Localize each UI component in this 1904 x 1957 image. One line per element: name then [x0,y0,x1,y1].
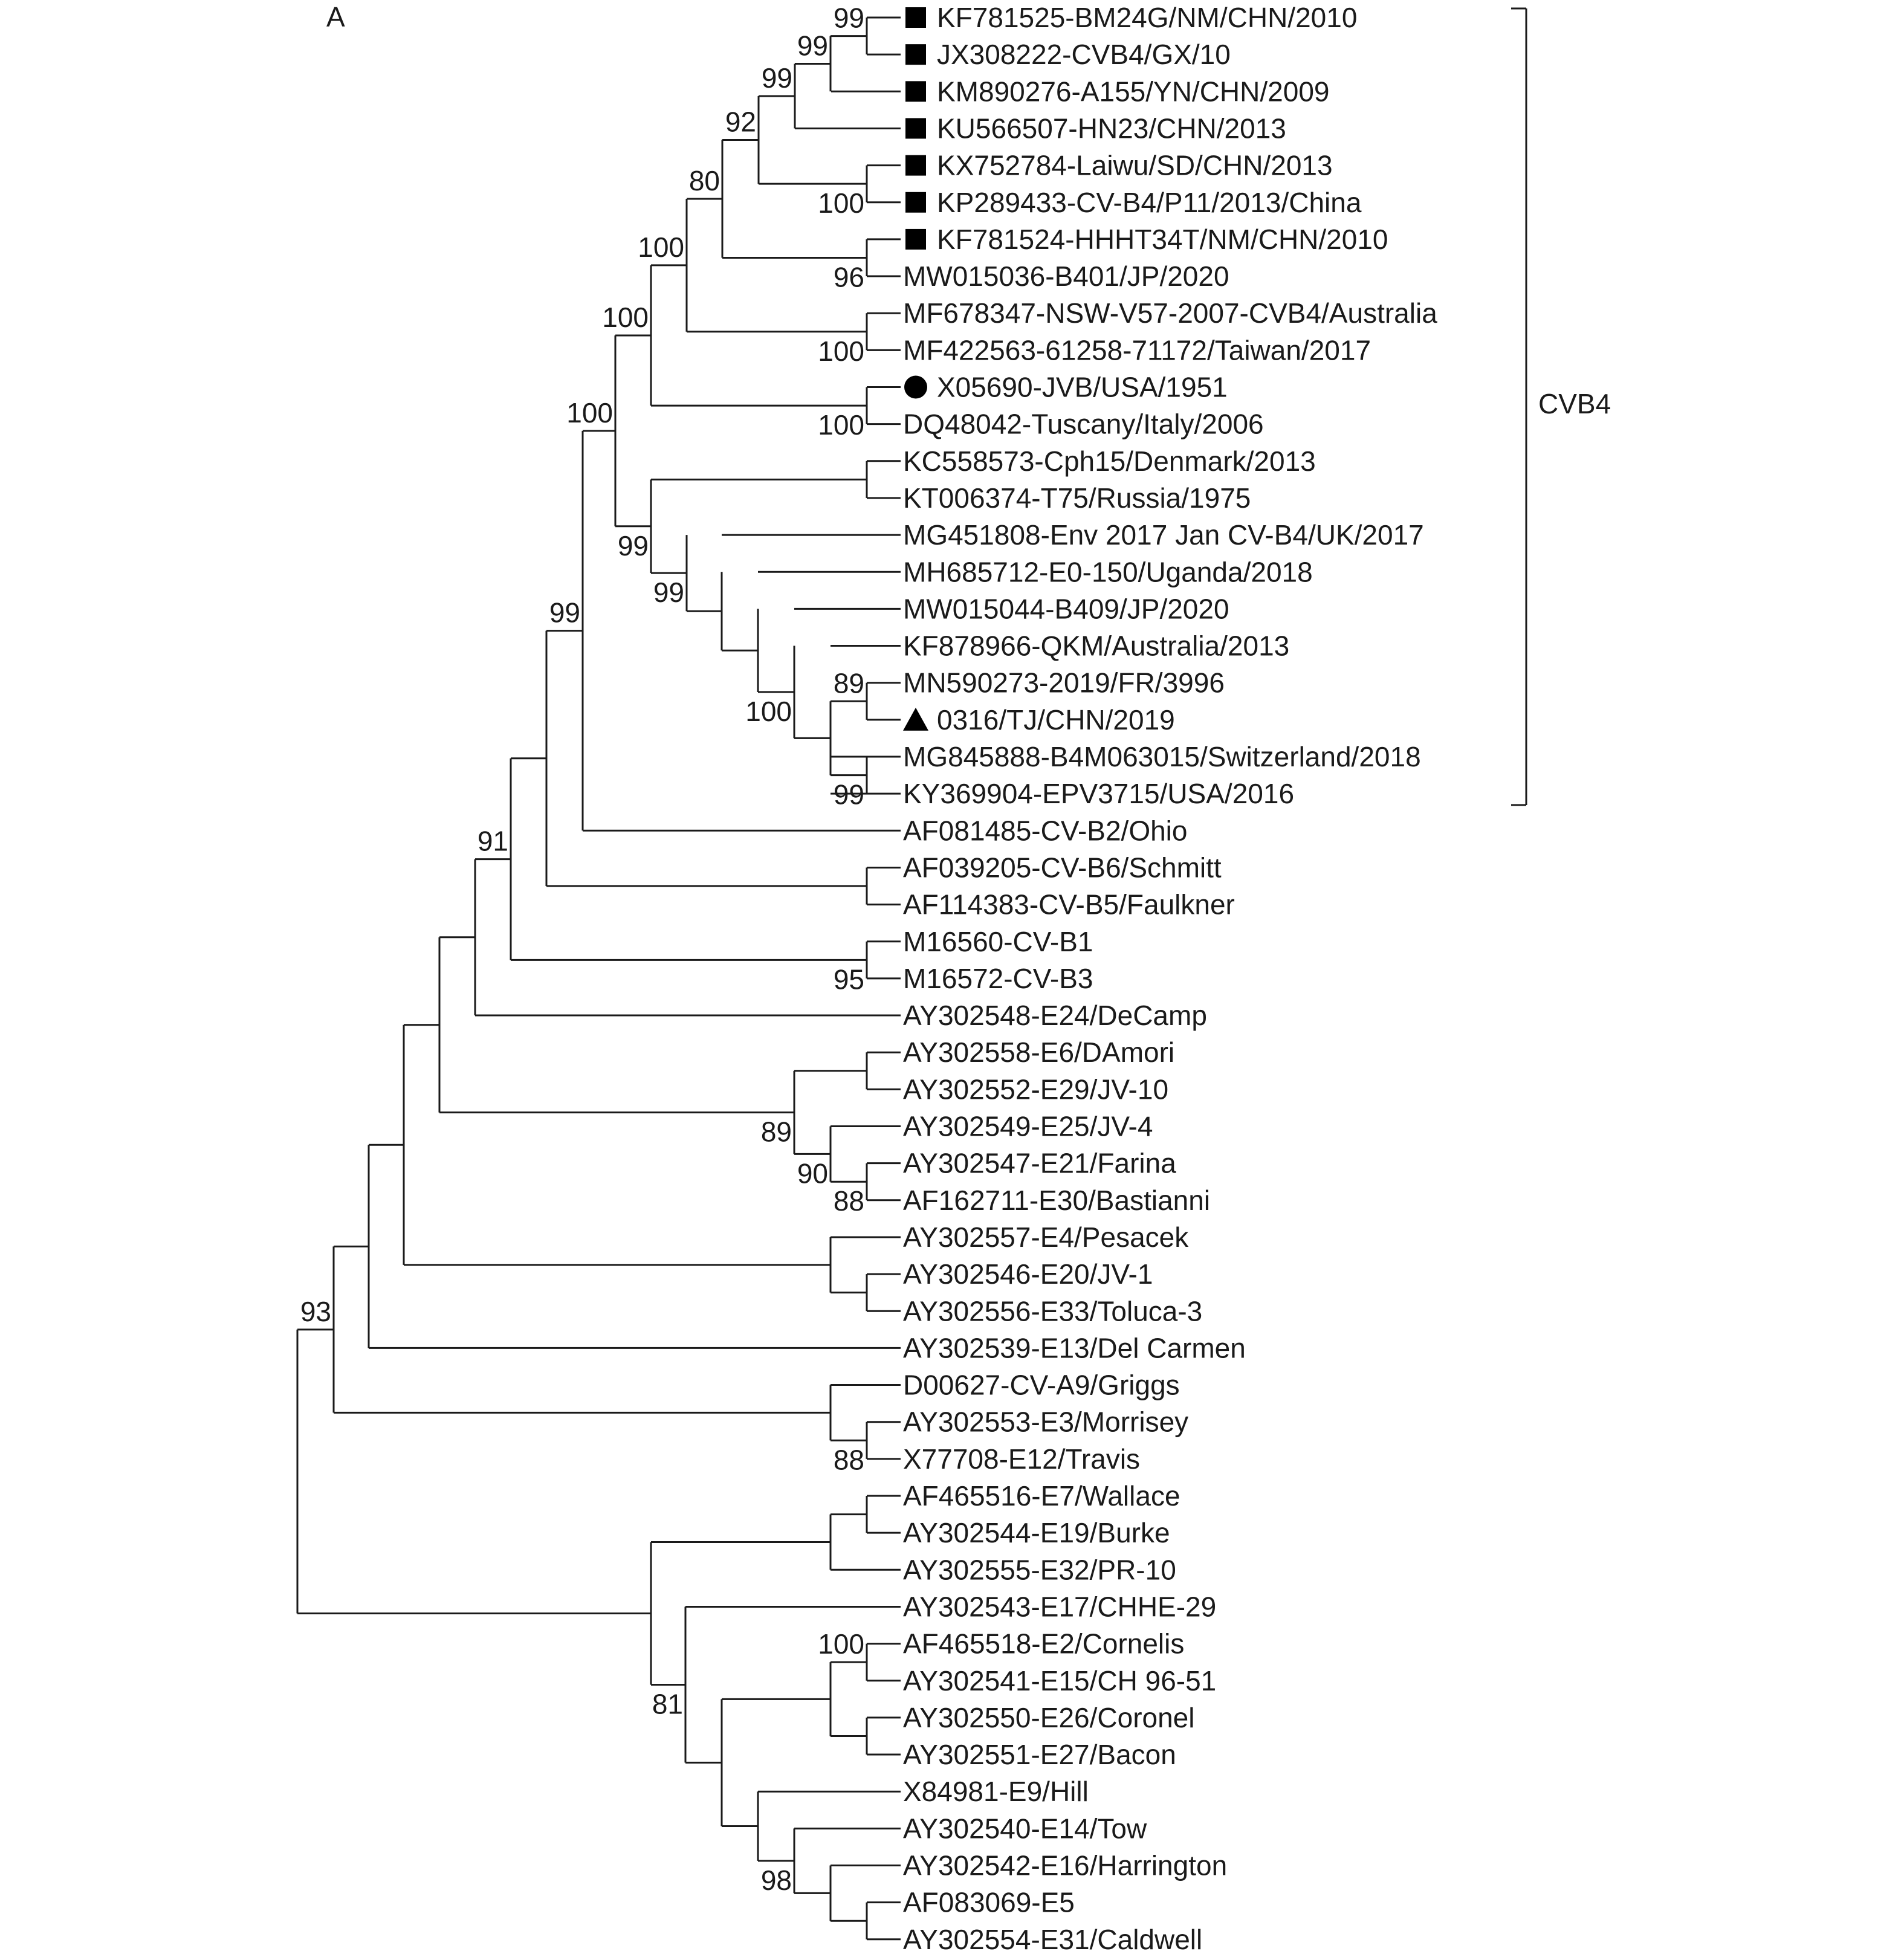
bootstrap-value: 81 [652,1688,683,1719]
tip-label: AY302552-E29/JV-10 [903,1073,1168,1105]
tip-label: D00627-CV-A9/Griggs [903,1370,1180,1401]
tip-label: KX752784-Laiwu/SD/CHN/2013 [937,150,1333,181]
tip-label: AF465518-E2/Cornelis [903,1628,1184,1660]
tip-label: X05690-JVB/USA/1951 [937,372,1228,403]
tip-label: MG451808-Env 2017 Jan CV-B4/UK/2017 [903,519,1424,551]
tip-label: AY302544-E19/Burke [903,1517,1170,1548]
tip-label: AY302557-E4/Pesacek [903,1221,1189,1253]
bootstrap-value: 95 [834,963,864,995]
bootstrap-value: 100 [638,231,684,263]
tip-label: AY302546-E20/JV-1 [903,1258,1153,1290]
tip-label: AF083069-E5 [903,1887,1075,1918]
bootstrap-value: 99 [797,30,828,61]
tip-label: AY302556-E33/Toluca-3 [903,1295,1202,1327]
tip-markers [903,7,928,731]
tip-label: AF162711-E30/Bastianni [903,1185,1210,1216]
tip-label: KM890276-A155/YN/CHN/2009 [937,76,1329,107]
bootstrap-value: 89 [834,667,864,699]
tip-label: AY302540-E14/Tow [903,1813,1147,1844]
bootstrap-value: 80 [689,165,720,196]
tip-label: AY302539-E13/Del Carmen [903,1332,1246,1363]
bootstrap-value: 100 [745,696,792,727]
tip-label: KC558573-Cph15/Denmark/2013 [903,445,1316,477]
tip-label: MW015044-B409/JP/2020 [903,593,1229,624]
tree-branches [296,16,901,1941]
tip-label: AY302553-E3/Morrisey [903,1406,1188,1438]
bootstrap-value: 91 [478,826,508,857]
tip-label: X77708-E12/Travis [903,1443,1140,1475]
bootstrap-value: 99 [834,2,864,34]
circle-marker-icon [904,375,927,399]
bootstrap-value: 93 [300,1296,331,1327]
square-marker-icon [905,7,926,28]
tip-label: KF781524-HHHT34T/NM/CHN/2010 [937,224,1388,255]
bootstrap-value: 99 [762,62,792,94]
bootstrap-value: 89 [761,1116,792,1148]
bootstrap-value: 100 [818,1628,864,1660]
tip-label: AY302555-E32/PR-10 [903,1554,1176,1585]
bootstrap-value: 96 [834,261,864,293]
cvb4-clade-bracket [1511,7,1527,806]
tip-label: KU566507-HN23/CHN/2013 [937,112,1286,144]
bootstrap-value: 99 [653,577,684,608]
square-marker-icon [905,228,926,250]
tip-label: MW015036-B401/JP/2020 [903,260,1229,292]
tip-label: KT006374-T75/Russia/1975 [903,482,1251,514]
bootstrap-value: 98 [761,1865,792,1896]
tip-label: AY302554-E31/Caldwell [903,1924,1202,1955]
bootstrap-value: 100 [818,187,864,219]
bootstrap-labels: 9999991009296801001001001008999100999910… [300,2,864,1896]
tip-labels: KF781525-BM24G/NM/CHN/2010JX308222-CVB4/… [903,2,1437,1955]
square-marker-icon [905,44,926,65]
tip-label: AY302550-E26/Coronel [903,1702,1194,1733]
square-marker-icon [905,155,926,176]
bootstrap-value: 99 [549,597,580,629]
clade-label-cvb4: CVB4 [1538,388,1611,419]
tip-label: MN590273-2019/FR/3996 [903,667,1225,699]
square-marker-icon [905,192,926,213]
tip-label: M16572-CV-B3 [903,963,1093,994]
tip-label: AY302547-E21/Farina [903,1148,1176,1179]
bootstrap-value: 92 [725,106,756,138]
tip-label: X84981-E9/Hill [903,1776,1089,1807]
tip-label: M16560-CV-B1 [903,926,1093,957]
tip-label: MG845888-B4M063015/Switzerland/2018 [903,741,1421,772]
tip-label: KF781525-BM24G/NM/CHN/2010 [937,2,1357,33]
tip-label: AF039205-CV-B6/Schmitt [903,852,1222,883]
tip-label: KF878966-QKM/Australia/2013 [903,630,1289,662]
bootstrap-value: 90 [797,1157,828,1189]
tip-label: 0316/TJ/CHN/2019 [937,704,1175,736]
tip-label: MF422563-61258-71172/Taiwan/2017 [903,334,1371,366]
panel-label: A [326,1,345,33]
tip-label: MF678347-NSW-V57-2007-CVB4/Australia [903,297,1437,329]
tip-label: KP289433-CV-B4/P11/2013/China [937,187,1362,218]
bootstrap-value: 99 [618,530,649,561]
triangle-marker-icon [903,707,928,731]
tip-label: JX308222-CVB4/GX/10 [937,39,1231,70]
bootstrap-value: 88 [834,1185,864,1217]
tip-label: AY302551-E27/Bacon [903,1739,1176,1770]
bootstrap-value: 100 [566,397,613,429]
bootstrap-value: 100 [818,409,864,441]
bootstrap-value: 100 [602,302,649,333]
tip-label: AY302558-E6/DAmori [903,1037,1174,1068]
square-marker-icon [905,81,926,102]
bootstrap-value: 100 [818,335,864,367]
square-marker-icon [905,118,926,139]
bootstrap-value: 99 [834,779,864,810]
tip-label: AY302541-E15/CH 96-51 [903,1665,1216,1697]
tip-label: AF114383-CV-B5/Faulkner [903,889,1235,920]
tip-label: AF465516-E7/Wallace [903,1480,1180,1512]
tip-label: AY302543-E17/CHHE-29 [903,1591,1216,1622]
tip-label: AY302548-E24/DeCamp [903,1000,1207,1031]
bootstrap-value: 88 [834,1444,864,1475]
tip-label: MH685712-E0-150/Uganda/2018 [903,556,1313,587]
tip-label: AY302549-E25/JV-4 [903,1111,1153,1142]
tip-label: KY369904-EPV3715/USA/2016 [903,778,1294,809]
tip-label: AY302542-E16/Harrington [903,1850,1227,1881]
tip-label: AF081485-CV-B2/Ohio [903,815,1188,846]
tip-label: DQ48042-Tuscany/Italy/2006 [903,409,1264,440]
